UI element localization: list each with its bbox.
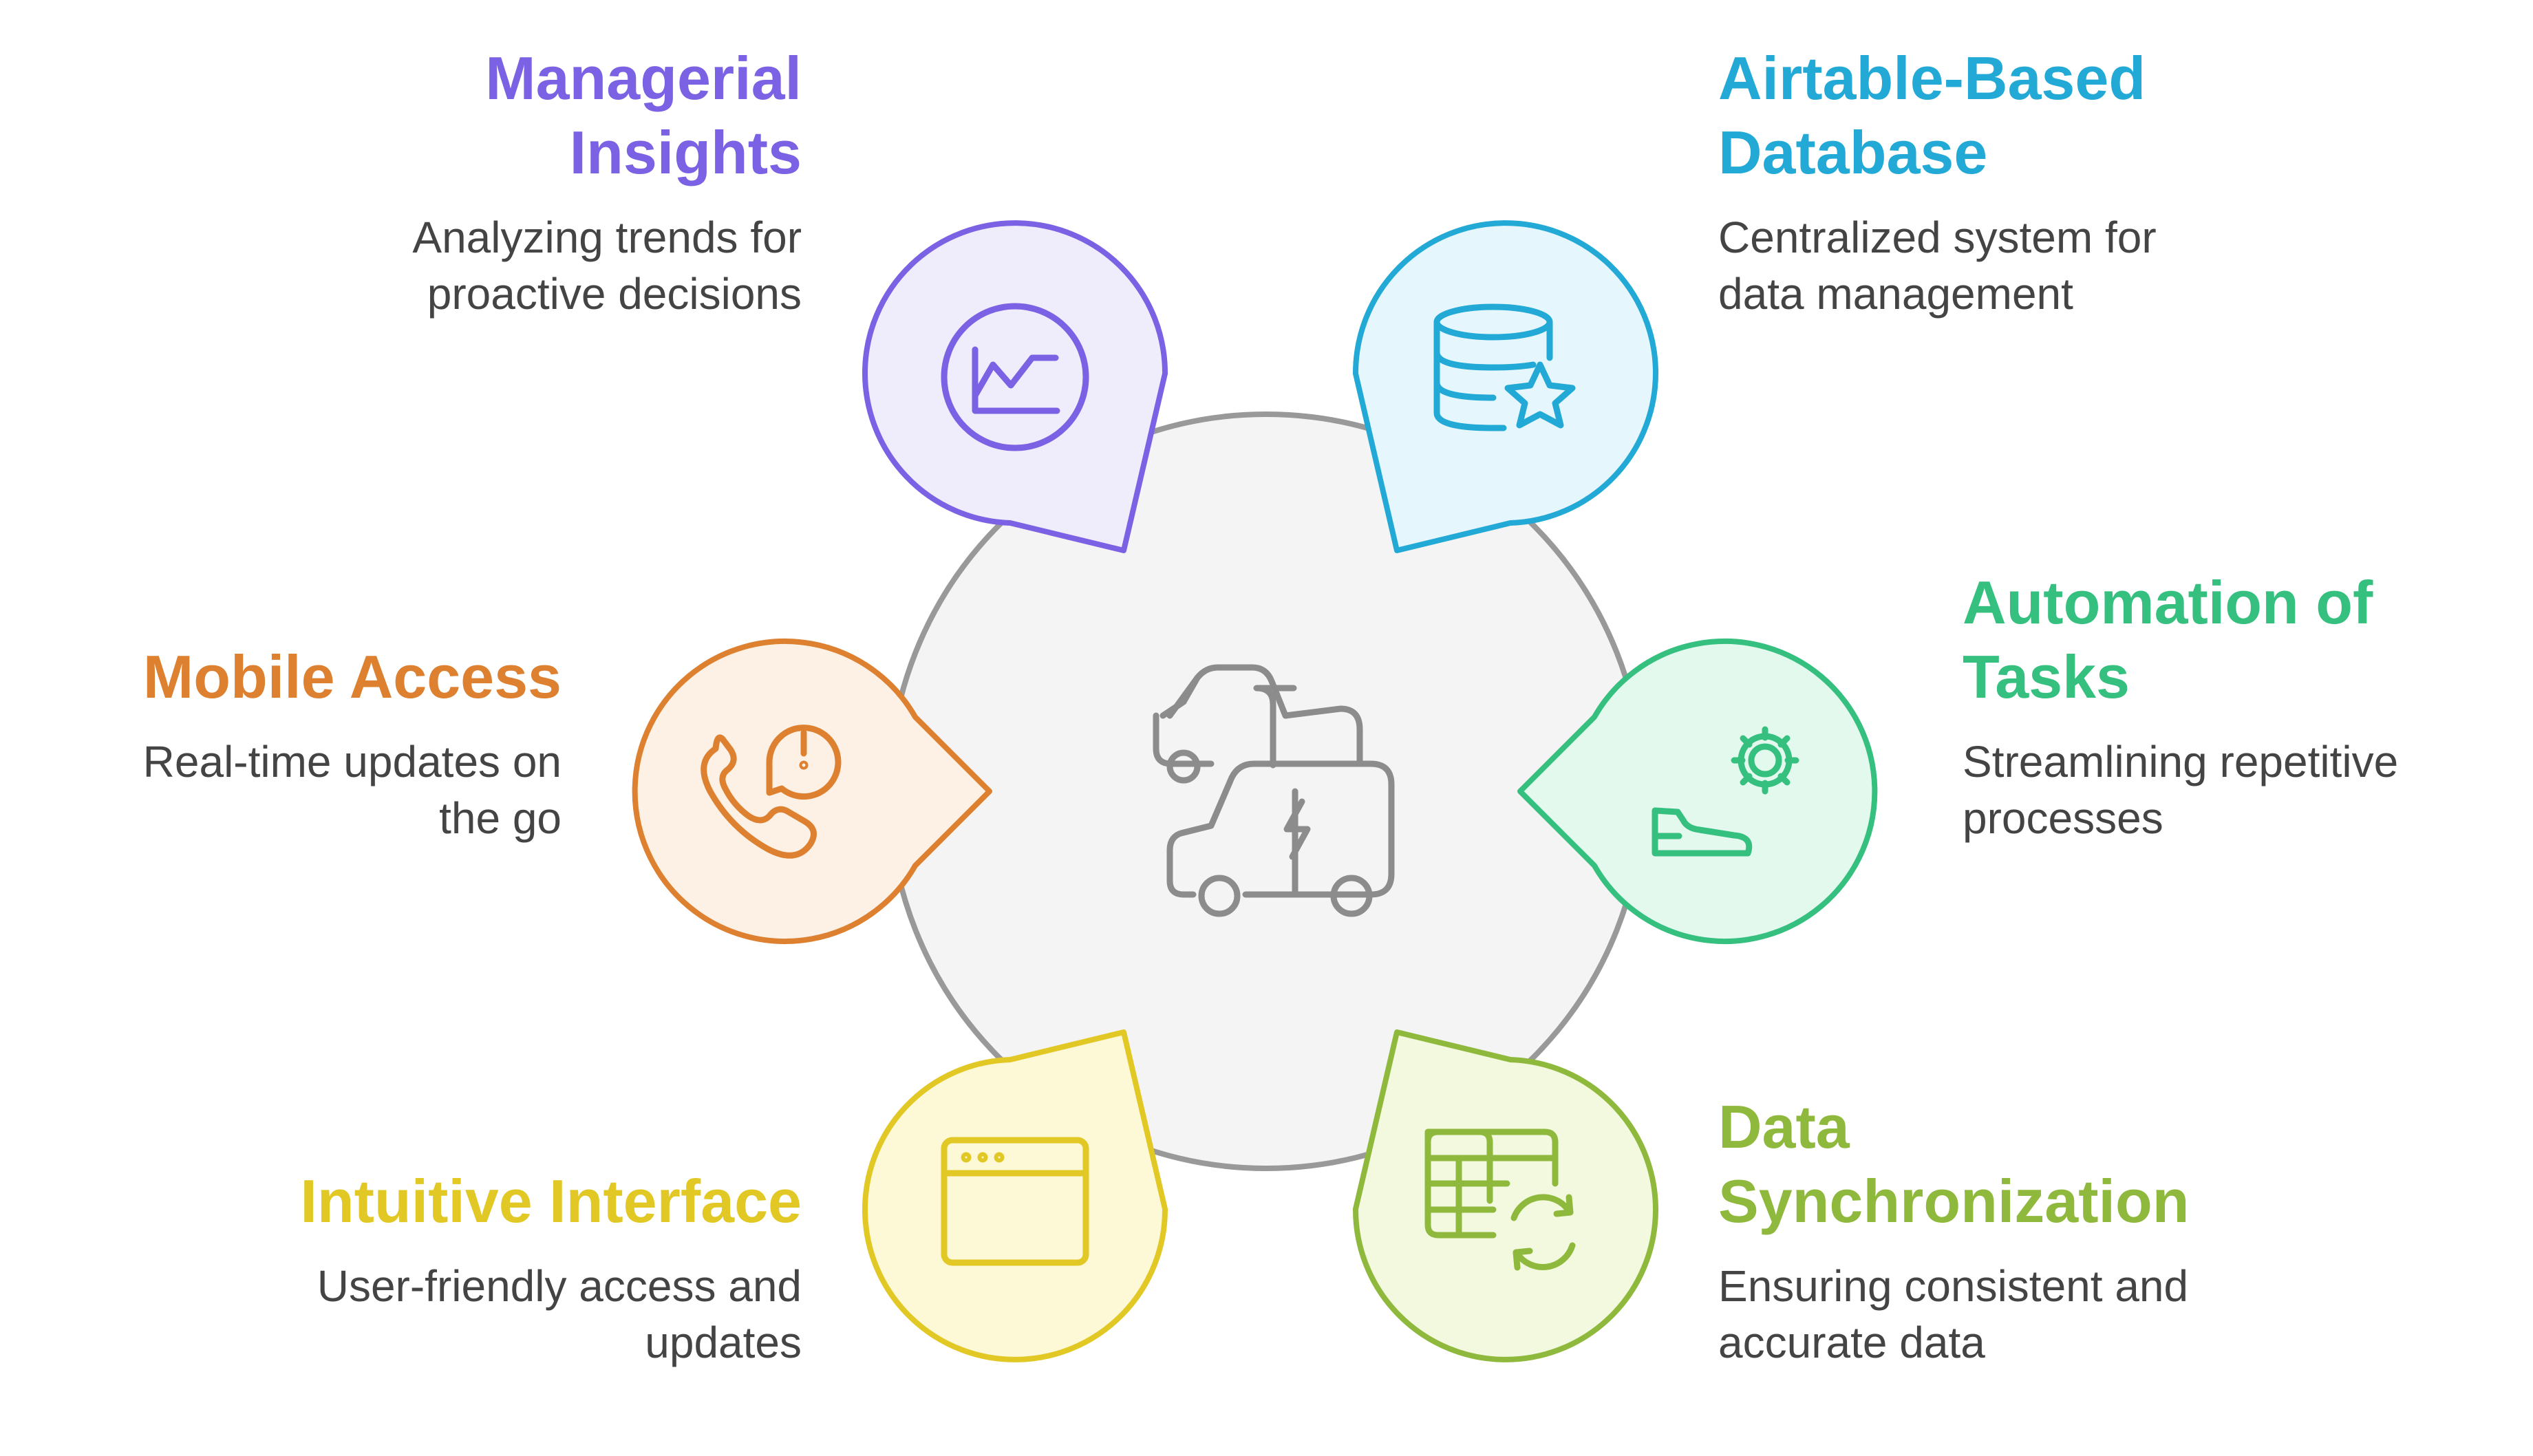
- item-description-line: data management: [1718, 269, 2073, 319]
- trend-chart-icon: [941, 303, 1089, 451]
- item-intuitive-interface: Intuitive Interface User-friendly access…: [279, 1164, 802, 1371]
- item-description: User-friendly access and updates: [279, 1258, 802, 1371]
- pin-data-sync: [1352, 1029, 1658, 1362]
- item-description-line: proactive decisions: [427, 269, 802, 319]
- item-description-line: Ensuring consistent and: [1718, 1261, 2189, 1311]
- item-data-sync: Data Synchronization Ensuring consistent…: [1718, 1090, 2241, 1371]
- item-title: Data Synchronization: [1718, 1090, 2241, 1239]
- item-title: Mobile Access: [39, 640, 562, 714]
- item-title: Airtable-Based Database: [1718, 41, 2241, 190]
- item-description-line: User-friendly access and: [317, 1261, 802, 1311]
- item-title-line: Mobile Access: [142, 643, 562, 711]
- item-managerial-insights: Managerial Insights Analyzing trends for…: [279, 41, 802, 322]
- browser-window-icon: [941, 1137, 1089, 1266]
- item-description-line: Real-time updates on: [142, 737, 562, 786]
- electric-vehicles-icon: [1153, 664, 1395, 917]
- item-description-line: Analyzing trends for: [412, 213, 802, 262]
- item-automation-tasks: Automation of Tasks Streamlining repetit…: [1963, 566, 2486, 846]
- item-title-line: Data: [1718, 1093, 1850, 1161]
- item-title-line: Tasks: [1963, 643, 2130, 711]
- item-airtable-database: Airtable-Based Database Centralized syst…: [1718, 41, 2241, 322]
- pin-airtable-database: [1352, 220, 1658, 553]
- item-title-line: Database: [1718, 118, 1988, 186]
- item-description: Ensuring consistent and accurate data: [1718, 1258, 2241, 1371]
- phone-alert-icon: [701, 725, 842, 859]
- item-description-line: the go: [439, 793, 562, 843]
- item-title: Intuitive Interface: [279, 1164, 802, 1239]
- item-description-line: processes: [1963, 793, 2163, 843]
- item-description-line: Centralized system for: [1718, 213, 2157, 262]
- item-description: Real-time updates on the go: [39, 734, 562, 846]
- item-title-line: Synchronization: [1718, 1167, 2190, 1235]
- item-description: Centralized system for data management: [1718, 209, 2241, 322]
- item-description-line: updates: [645, 1318, 802, 1367]
- item-description-line: Streamlining repetitive: [1963, 737, 2399, 786]
- table-sync-icon: [1424, 1128, 1576, 1271]
- item-mobile-access: Mobile Access Real-time updates on the g…: [39, 640, 562, 846]
- item-title: Managerial Insights: [279, 41, 802, 190]
- database-star-icon: [1433, 303, 1576, 431]
- item-title: Automation of Tasks: [1963, 566, 2486, 714]
- gear-hand-icon: [1652, 726, 1799, 857]
- pin-automation-tasks: [1517, 639, 1878, 944]
- item-title-line: Intuitive Interface: [300, 1167, 802, 1235]
- item-description: Analyzing trends for proactive decisions: [279, 209, 802, 322]
- item-title-line: Airtable-Based: [1718, 44, 2146, 112]
- pin-intuitive-interface: [862, 1029, 1168, 1362]
- item-title-line: Automation of: [1963, 568, 2373, 636]
- item-title-line: Managerial: [485, 44, 802, 112]
- pin-mobile-access: [632, 639, 992, 944]
- pin-managerial-insights: [862, 220, 1168, 553]
- item-title-line: Insights: [569, 118, 802, 186]
- item-description-line: accurate data: [1718, 1318, 1985, 1367]
- item-description: Streamlining repetitive processes: [1963, 734, 2486, 846]
